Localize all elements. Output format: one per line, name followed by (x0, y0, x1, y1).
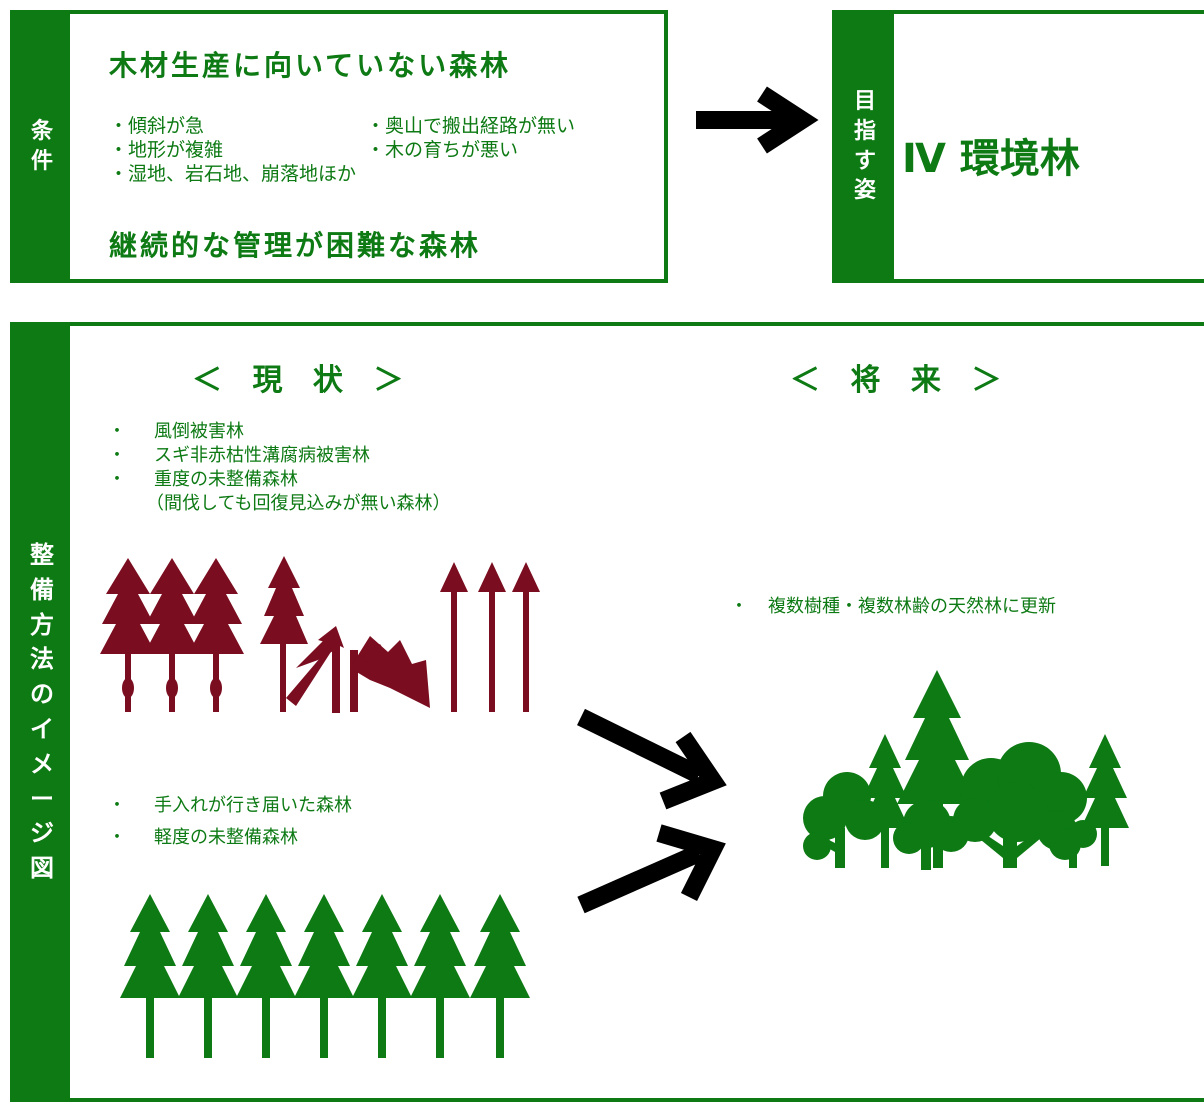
conditions-conclusion: 継続的な管理が困難な森林 (109, 229, 482, 262)
mixed-forest-icon (803, 670, 1129, 870)
current-title: ＜ 現 状 ＞ (192, 363, 414, 398)
method-label: 整 備 方 法 の イ メ ー ジ 図 (14, 326, 70, 1098)
goal-value: Ⅳ 環境林 (902, 136, 1080, 182)
damaged-forest-icon (100, 556, 540, 713)
managed-forest-icon (120, 894, 530, 1058)
future-title: ＜ 将 来 ＞ (790, 363, 1012, 398)
arrow-up-right-icon (577, 824, 726, 914)
damaged-forest-list: 風倒被害林 スギ非赤枯性溝腐病被害林 重度の未整備森林 （間伐しても回復見込みが… (108, 420, 451, 516)
conditions-heading: 木材生産に向いていない森林 (109, 49, 512, 82)
conditions-items-left: ・傾斜が急 ・地形が複雑 ・湿地、岩石地、崩落地ほか (109, 115, 357, 185)
arrow-down-right-icon (577, 708, 727, 810)
conditions-items-right: ・奥山で搬出経路が無い ・木の育ちが悪い (366, 115, 576, 161)
future-forest-list: 複数樹種・複数林齢の天然林に更新 (730, 595, 1056, 619)
goal-box: 目 指 す 姿 Ⅳ 環境林 (832, 10, 1204, 283)
conditions-box: 条 件 木材生産に向いていない森林 ・傾斜が急 ・地形が複雑 ・湿地、岩石地、崩… (10, 10, 668, 283)
managed-forest-list: 手入れが行き届いた森林 軽度の未整備森林 (108, 790, 352, 854)
goal-label: 目 指 す 姿 (836, 14, 894, 279)
conditions-label: 条 件 (14, 14, 70, 279)
arrow-right-icon (696, 86, 819, 154)
